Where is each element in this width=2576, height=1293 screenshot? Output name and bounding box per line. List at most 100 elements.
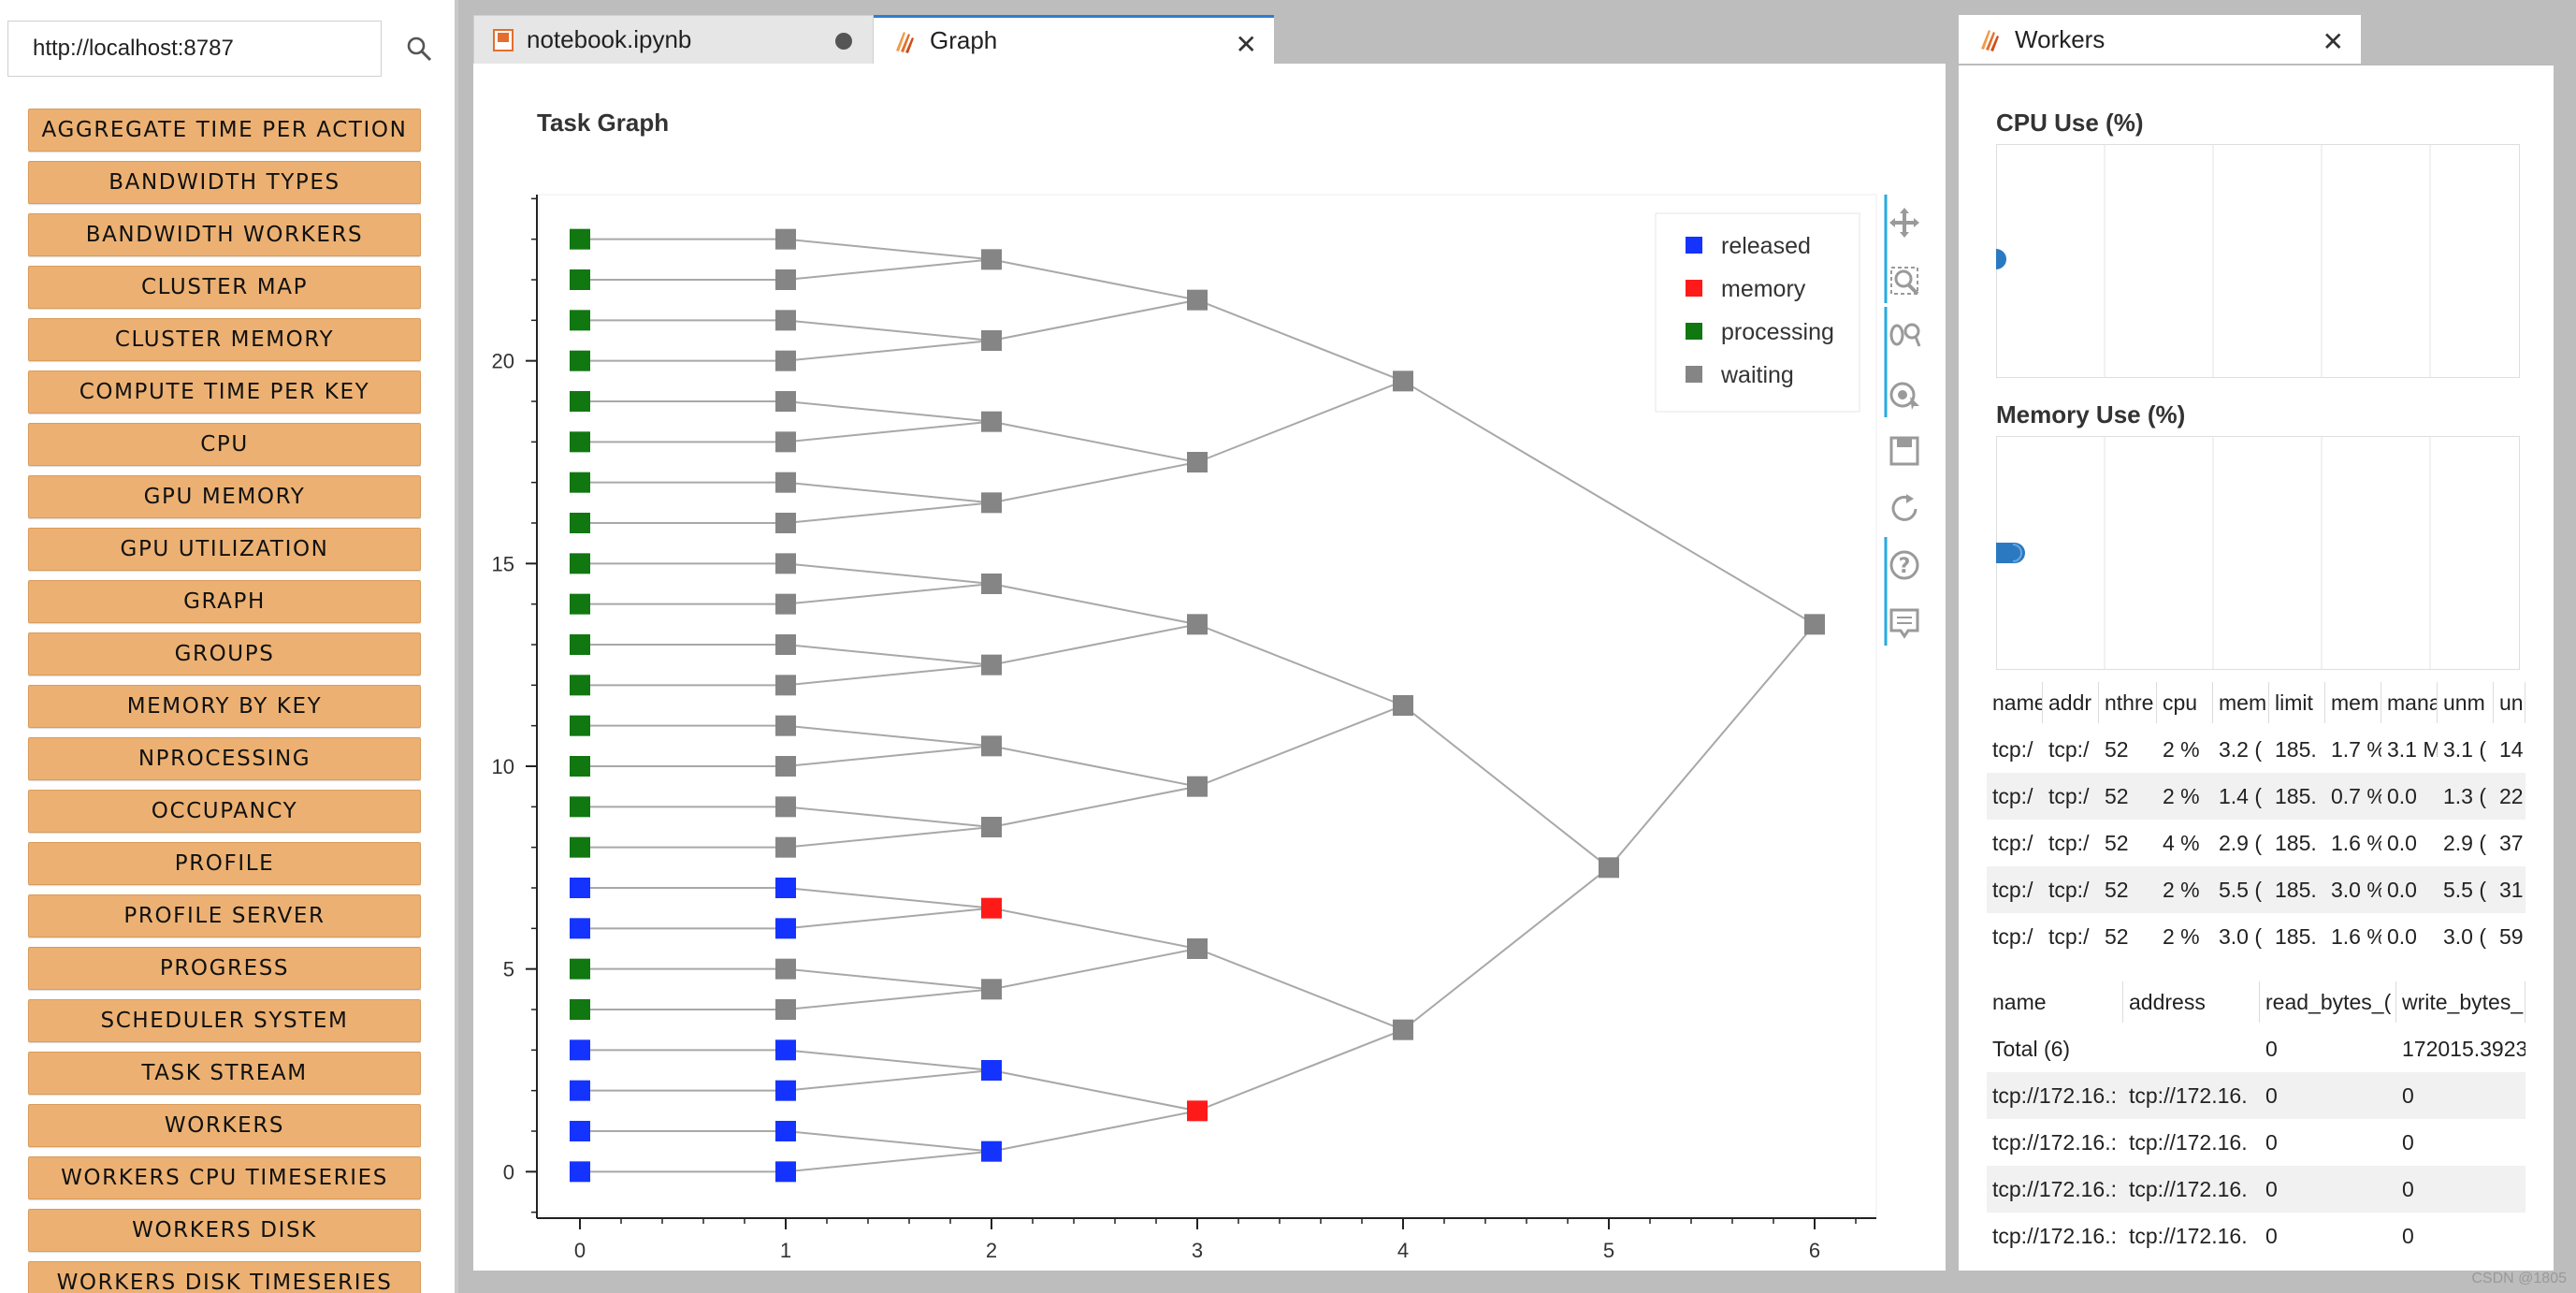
task-node-released[interactable] [570,878,590,898]
task-node-waiting[interactable] [981,735,1002,757]
plot-button-profile[interactable]: PROFILE [28,842,421,885]
task-node-processing[interactable] [570,999,590,1020]
task-node-waiting[interactable] [775,391,796,412]
task-node-waiting[interactable] [775,553,796,574]
task-node-waiting[interactable] [981,979,1002,1000]
column-header[interactable]: address [2123,981,2260,1023]
task-node-waiting[interactable] [981,330,1002,351]
task-node-waiting[interactable] [775,513,796,533]
column-header[interactable]: mem [2213,682,2269,723]
save-icon[interactable] [1889,436,1919,466]
tab-notebook[interactable]: notebook.ipynb [473,15,874,64]
task-node-processing[interactable] [570,593,590,615]
task-node-released[interactable] [775,1080,796,1101]
task-node-waiting[interactable] [1393,370,1413,392]
column-header[interactable]: mem [2325,682,2381,723]
column-header[interactable]: limit [2269,682,2325,723]
task-node-waiting[interactable] [981,654,1002,676]
task-node-processing[interactable] [570,513,590,533]
plot-button-workers-disk[interactable]: WORKERS DISK [28,1209,421,1252]
task-node-released[interactable] [775,1161,796,1183]
task-node-released[interactable] [775,878,796,898]
task-node-waiting[interactable] [981,817,1002,837]
task-node-released[interactable] [775,1121,796,1141]
unsaved-dot-icon[interactable] [835,33,852,50]
task-node-released[interactable] [570,1080,590,1101]
wheel-zoom-icon[interactable] [1889,323,1921,347]
task-node-processing[interactable] [570,553,590,574]
task-node-released[interactable] [570,918,590,939]
task-node-waiting[interactable] [775,836,796,858]
plot-button-graph[interactable]: GRAPH [28,580,421,623]
task-node-processing[interactable] [570,796,590,818]
task-node-released[interactable] [775,1039,796,1061]
column-header[interactable]: unr [2494,682,2525,723]
task-node-waiting[interactable] [775,431,796,453]
close-icon[interactable]: ✕ [2322,27,2344,56]
column-header[interactable]: addr [2043,682,2099,723]
plot-button-aggregate-time-per-action[interactable]: AGGREGATE TIME PER ACTION [28,109,421,152]
task-node-waiting[interactable] [981,249,1002,270]
task-node-memory[interactable] [981,897,1002,919]
plot-button-scheduler-system[interactable]: SCHEDULER SYSTEM [28,999,421,1042]
task-node-waiting[interactable] [775,472,796,493]
column-header[interactable]: nthre [2099,682,2157,723]
plot-button-progress[interactable]: PROGRESS [28,947,421,990]
column-header[interactable]: name [1987,682,2043,723]
task-node-released[interactable] [981,1060,1002,1081]
task-node-processing[interactable] [570,958,590,980]
plot-button-cluster-memory[interactable]: CLUSTER MEMORY [28,318,421,361]
task-node-processing[interactable] [570,756,590,777]
task-node-released[interactable] [775,918,796,939]
task-node-waiting[interactable] [981,492,1002,514]
plot-button-workers[interactable]: WORKERS [28,1104,421,1147]
plot-button-task-stream[interactable]: TASK STREAM [28,1052,421,1095]
task-node-waiting[interactable] [775,675,796,696]
task-node-processing[interactable] [570,431,590,453]
plot-button-memory-by-key[interactable]: MEMORY BY KEY [28,685,421,728]
hover-icon[interactable] [1889,608,1919,639]
task-node-waiting[interactable] [1187,938,1208,959]
task-node-waiting[interactable] [775,756,796,777]
task-node-waiting[interactable] [775,999,796,1020]
column-header[interactable]: read_bytes_( [2260,981,2396,1023]
reset-icon[interactable] [1891,494,1918,521]
plot-button-profile-server[interactable]: PROFILE SERVER [28,894,421,937]
task-node-processing[interactable] [570,269,590,290]
memory-use-chart[interactable] [1996,436,2520,670]
plot-button-occupancy[interactable]: OCCUPANCY [28,790,421,833]
task-node-waiting[interactable] [1393,695,1413,716]
plot-button-workers-cpu-timeseries[interactable]: WORKERS CPU TIMESERIES [28,1156,421,1199]
cpu-use-chart[interactable] [1996,144,2520,378]
task-node-waiting[interactable] [775,958,796,980]
task-node-waiting[interactable] [1599,857,1619,879]
task-node-processing[interactable] [570,836,590,858]
column-header[interactable]: unm [2438,682,2494,723]
task-node-processing[interactable] [570,675,590,696]
task-node-waiting[interactable] [775,269,796,290]
box-zoom-icon[interactable] [1890,267,1919,296]
column-header[interactable]: cpu [2157,682,2213,723]
dashboard-url-field[interactable] [7,21,382,77]
column-header[interactable]: name [1987,981,2123,1023]
column-header[interactable]: mana [2381,682,2438,723]
task-node-processing[interactable] [570,350,590,371]
task-node-processing[interactable] [570,228,590,250]
task-node-processing[interactable] [570,715,590,736]
plot-button-nprocessing[interactable]: NPROCESSING [28,737,421,780]
task-node-released[interactable] [570,1161,590,1183]
task-node-memory[interactable] [1187,1100,1208,1122]
task-node-waiting[interactable] [775,228,796,250]
task-node-released[interactable] [570,1121,590,1141]
close-icon[interactable]: ✕ [1235,30,1257,59]
pan-icon[interactable] [1889,208,1919,238]
task-node-waiting[interactable] [981,411,1002,432]
